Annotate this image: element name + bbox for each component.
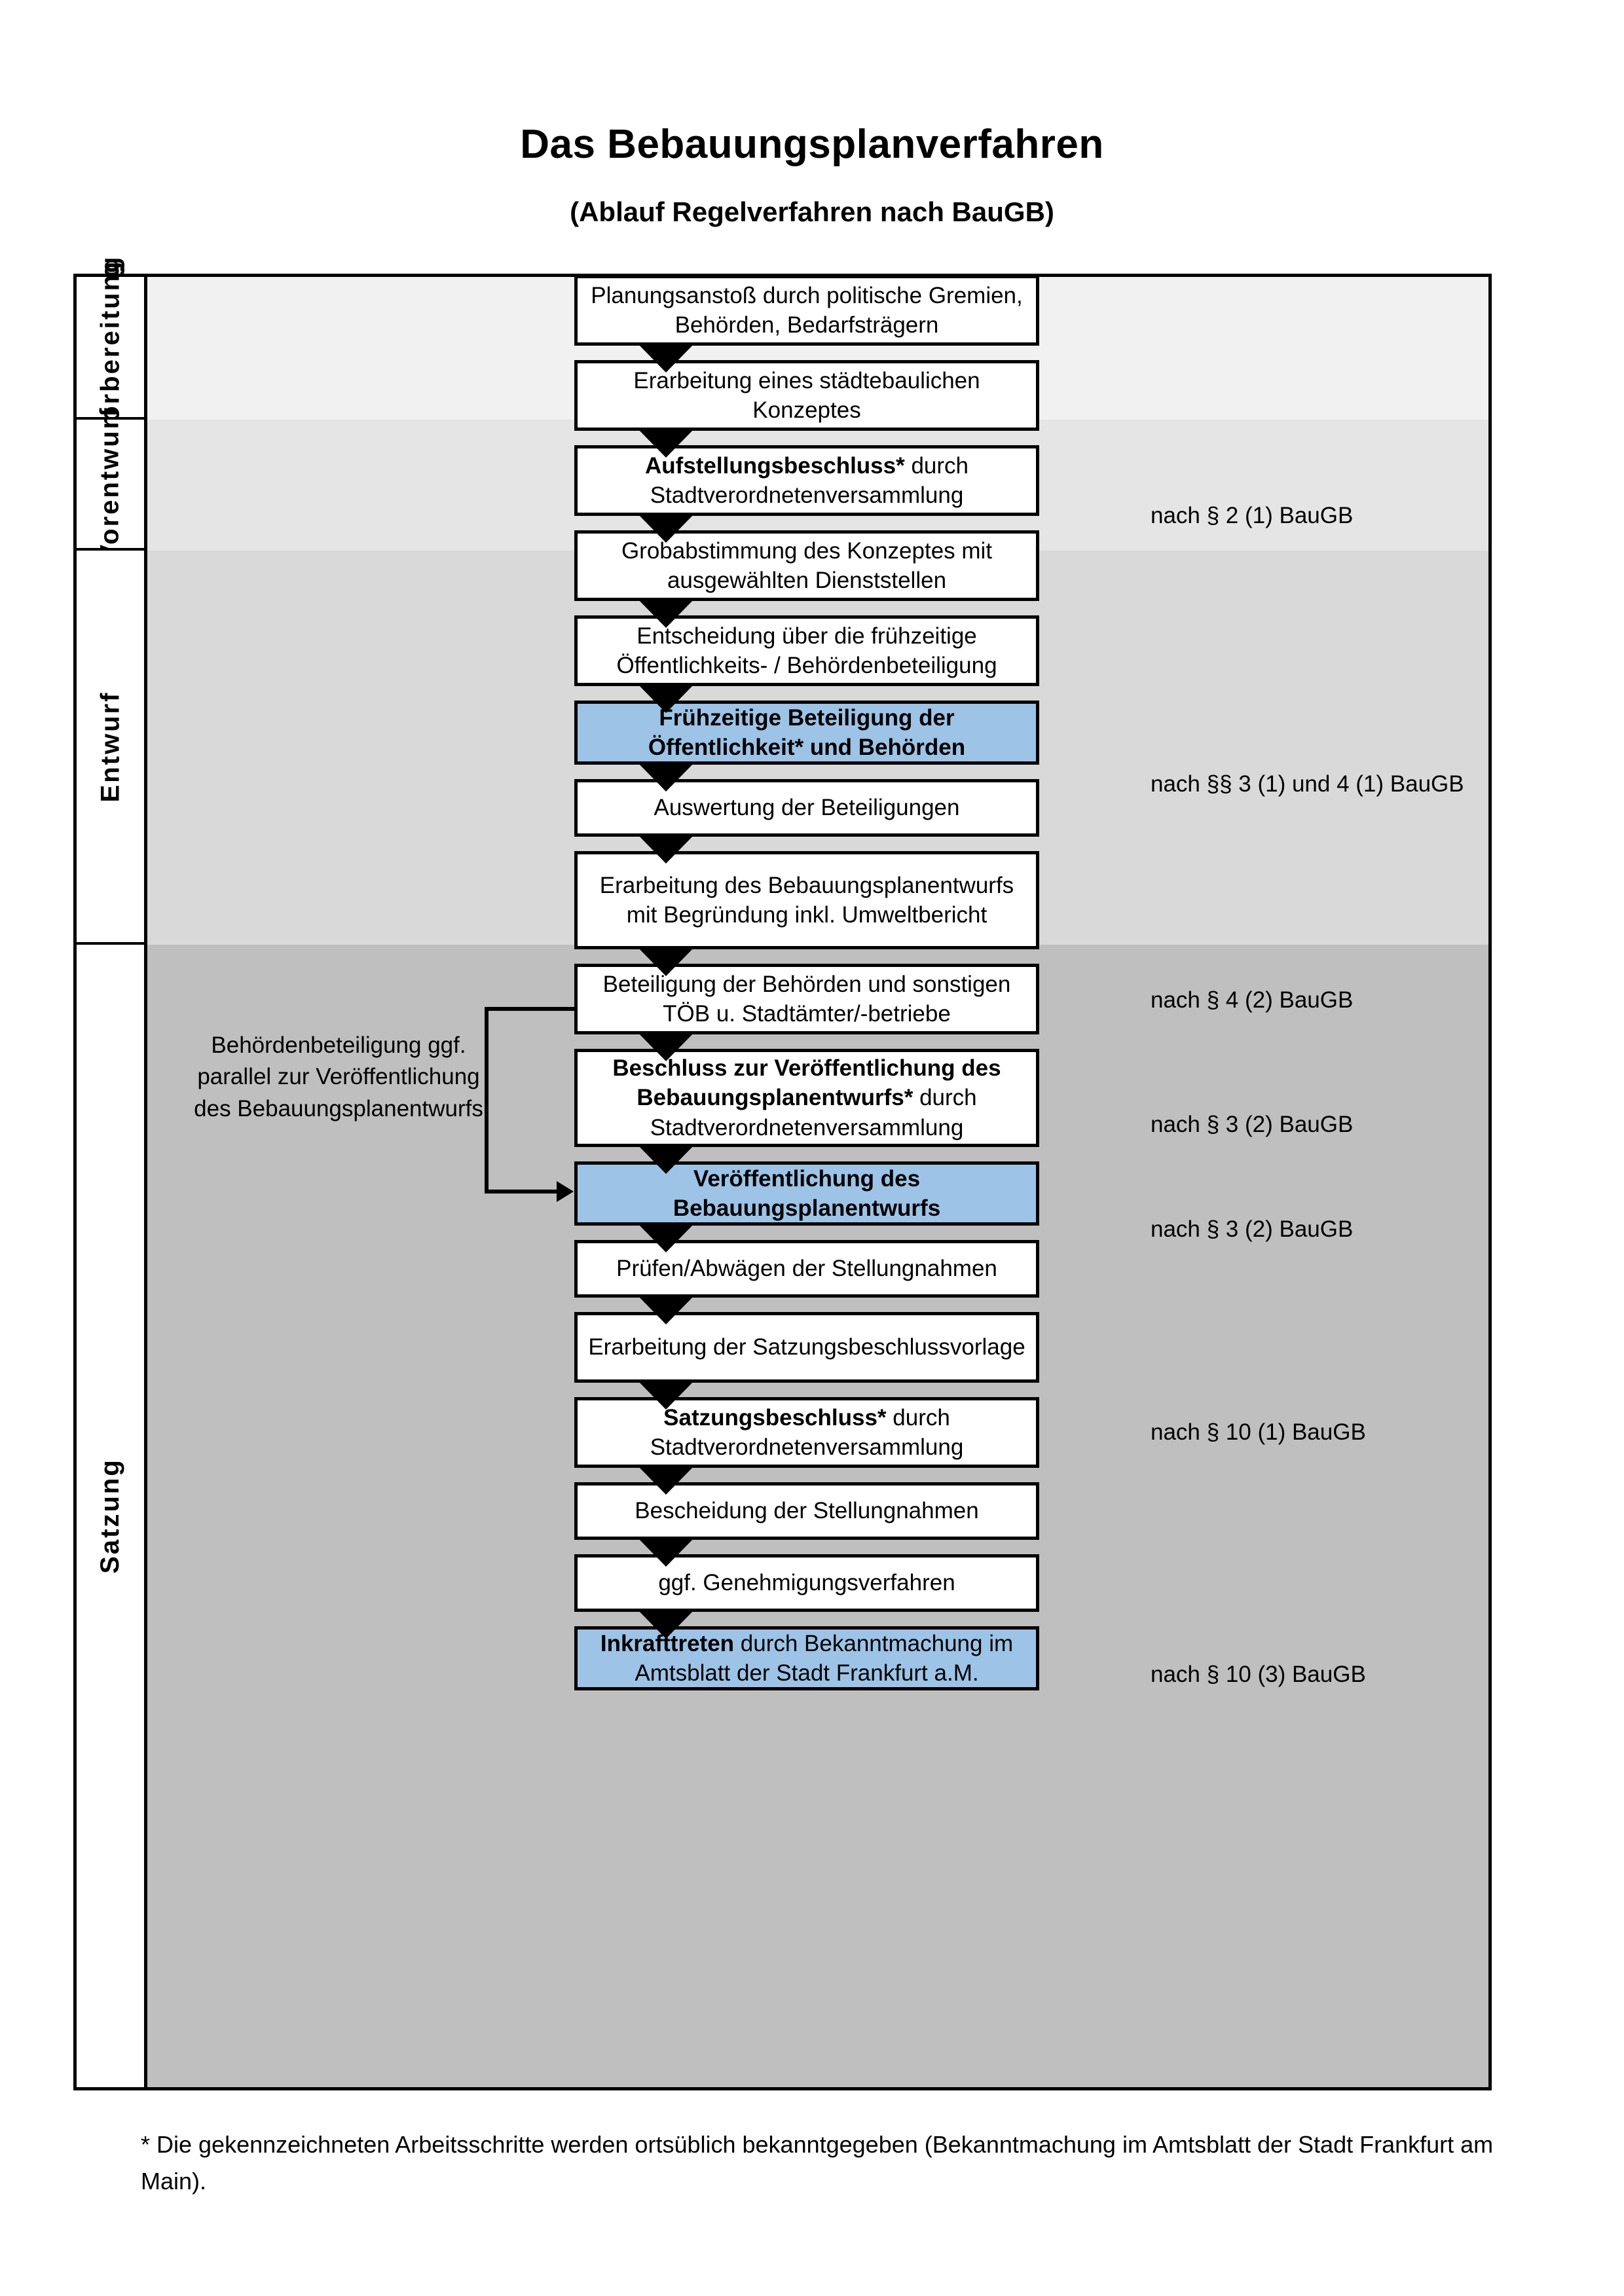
step-text-beschluss-veroeffentlichung-bold: Beschluss zur Veröffentlichung des Bebau… (612, 1055, 1001, 1111)
phase-label-vorentwurf-text: Vorentwurf (96, 405, 124, 562)
step-text-satzungsbeschluss-bold: Satzungsbeschluss* (663, 1404, 887, 1430)
legal-ref-inkrafttreten: nach § 10 (3) BauGB (1151, 1662, 1366, 1687)
connector-bottom-segment (485, 1190, 558, 1194)
legal-ref-fruehzeitige-beteiligung: nach §§ 3 (1) und 4 (1) BauGB (1151, 771, 1464, 797)
step-box-bescheidung-stellungnahmen[interactable]: Bescheidung der Stellungnahmen (574, 1482, 1039, 1540)
page-subtitle: (Ablauf Regelverfahren nach BauGB) (570, 196, 1054, 227)
step-text-veroeffentlichung-bplanentwurf: Veröffentlichung des Bebauungsplanentwur… (673, 1165, 941, 1222)
legal-ref-aufstellungsbeschluss: nach § 2 (1) BauGB (1151, 503, 1354, 528)
step-box-beschluss-veroeffentlichung[interactable]: Beschluss zur Veröffentlichung des Bebau… (574, 1049, 1039, 1147)
arrow-down-14 (637, 1465, 695, 1495)
step-text-beschluss-veroeffentlichung-rest: durch Stadtverordnetenversammlung (650, 1085, 977, 1140)
legal-ref-beschluss-veroeffentlichung: nach § 3 (2) BauGB (1151, 1112, 1354, 1137)
step-text-satzungsbeschluss-rest: durch Stadtverordnetenversammlung (650, 1404, 964, 1461)
step-text-aufstellungsbeschluss-rest: durch Stadtverordnetenversammlung (650, 452, 969, 509)
arrow-down-5 (637, 683, 695, 713)
step-text-erarbeitung-bplanentwurf: Erarbeitung des Bebauungsplanentwurfs mi… (599, 872, 1014, 928)
phase-cell-entwurf: Entwurf (77, 551, 147, 945)
connector-vertical-segment (485, 1007, 489, 1194)
flowchart-container: Vorbereitung Vorbereitung Vorentwurf Ent… (73, 255, 1492, 2090)
arrow-down-4 (637, 598, 695, 628)
arrow-down-7 (637, 833, 695, 864)
step-box-entscheidung-fruehzeitige[interactable]: Entscheidung über die frühzeitige Öffent… (574, 615, 1039, 686)
arrow-down-12 (637, 1294, 695, 1324)
phase-cell-vorbereitung: Vorbereitung (77, 255, 147, 439)
footnote-text: * Die gekennzeichneten Arbeitsschritte w… (141, 2131, 1494, 2195)
arrow-down-3 (637, 513, 695, 543)
phase-cell-vorentwurf: Vorentwurf (77, 406, 147, 562)
step-text-aufstellungsbeschluss: Aufstellungsbeschluss* durch Stadtverord… (584, 451, 1029, 511)
arrow-down-10 (637, 1144, 695, 1174)
arrow-down-2 (637, 428, 695, 458)
arrow-down-9 (637, 1031, 695, 1061)
connector-top-segment (485, 1007, 576, 1011)
arrow-down-13 (637, 1379, 695, 1410)
step-text-bescheidung-stellungnahmen: Bescheidung der Stellungnahmen (635, 1498, 979, 1524)
step-text-fruehzeitige-beteiligung: Frühzeitige Beteiligung der Öffentlichke… (648, 704, 966, 761)
arrow-down-16 (637, 1609, 695, 1639)
step-text-entscheidung-fruehzeitige: Entscheidung über die frühzeitige Öffent… (616, 623, 997, 679)
phase-label-satzung-text: Satzung (96, 1458, 125, 1574)
arrow-down-15 (637, 1537, 695, 1567)
step-box-satzungsbeschluss[interactable]: Satzungsbeschluss* durch Stadtverordnete… (574, 1397, 1039, 1468)
step-text-staedtebauliches-konzept: Erarbeitung eines städtebaulichen Konzep… (633, 367, 980, 424)
step-text-beschluss-veroeffentlichung: Beschluss zur Veröffentlichung des Bebau… (584, 1053, 1029, 1143)
step-text-inkrafttreten-rest: durch Bekanntmachung im Amtsblatt der St… (635, 1630, 1014, 1686)
page-title: Das Bebauungsplanverfahren (520, 122, 1104, 167)
step-box-erarbeitung-satzungsvorlage[interactable]: Erarbeitung der Satzungsbeschlussvorlage (574, 1312, 1039, 1383)
sidenote-behoerdenbeteiligung: Behördenbeteiligung ggf. parallel zur Ve… (194, 1032, 483, 1121)
step-text-grobabstimmung: Grobabstimmung des Konzeptes mit ausgewä… (621, 538, 993, 594)
phase-label-entwurf-text: Entwurf (96, 691, 124, 802)
legal-ref-beteiligung-behoerden: nach § 4 (2) BauGB (1151, 987, 1354, 1013)
legal-ref-satzungsbeschluss: nach § 10 (1) BauGB (1151, 1419, 1366, 1445)
phase-cell-satzung: Satzung (77, 945, 147, 2087)
connector-arrow-head-icon (557, 1181, 574, 1202)
legal-ref-veroeffentlichung: nach § 3 (2) BauGB (1151, 1216, 1354, 1242)
step-text-pruefen-abwaegen: Prüfen/Abwägen der Stellungnahmen (616, 1256, 997, 1282)
step-text-planungsanstoss: Planungsanstoß durch politische Gremien,… (591, 282, 1023, 338)
step-text-beteiligung-behoerden: Beteiligung der Behörden und sonstigen T… (602, 971, 1011, 1027)
step-box-planungsanstoss[interactable]: Planungsanstoß durch politische Gremien,… (574, 275, 1039, 346)
step-text-erarbeitung-satzungsvorlage: Erarbeitung der Satzungsbeschlussvorlage (588, 1334, 1025, 1360)
step-box-aufstellungsbeschluss[interactable]: Aufstellungsbeschluss* durch Stadtverord… (574, 445, 1039, 516)
arrow-down-8 (637, 946, 695, 976)
step-text-genehmigungsverfahren: ggf. Genehmigungsverfahren (658, 1570, 955, 1596)
arrow-down-1 (637, 342, 695, 373)
arrow-down-6 (637, 761, 695, 792)
step-box-erarbeitung-bplanentwurf[interactable]: Erarbeitung des Bebauungsplanentwurfs mi… (574, 851, 1039, 949)
arrow-down-11 (637, 1222, 695, 1252)
step-text-auswertung-beteiligungen: Auswertung der Beteiligungen (654, 795, 960, 821)
step-text-satzungsbeschluss: Satzungsbeschluss* durch Stadtverordnete… (584, 1403, 1029, 1463)
page-header: Das Bebauungsplanverfahren (Ablauf Regel… (0, 0, 1624, 228)
step-box-auswertung-beteiligungen[interactable]: Auswertung der Beteiligungen (574, 779, 1039, 837)
